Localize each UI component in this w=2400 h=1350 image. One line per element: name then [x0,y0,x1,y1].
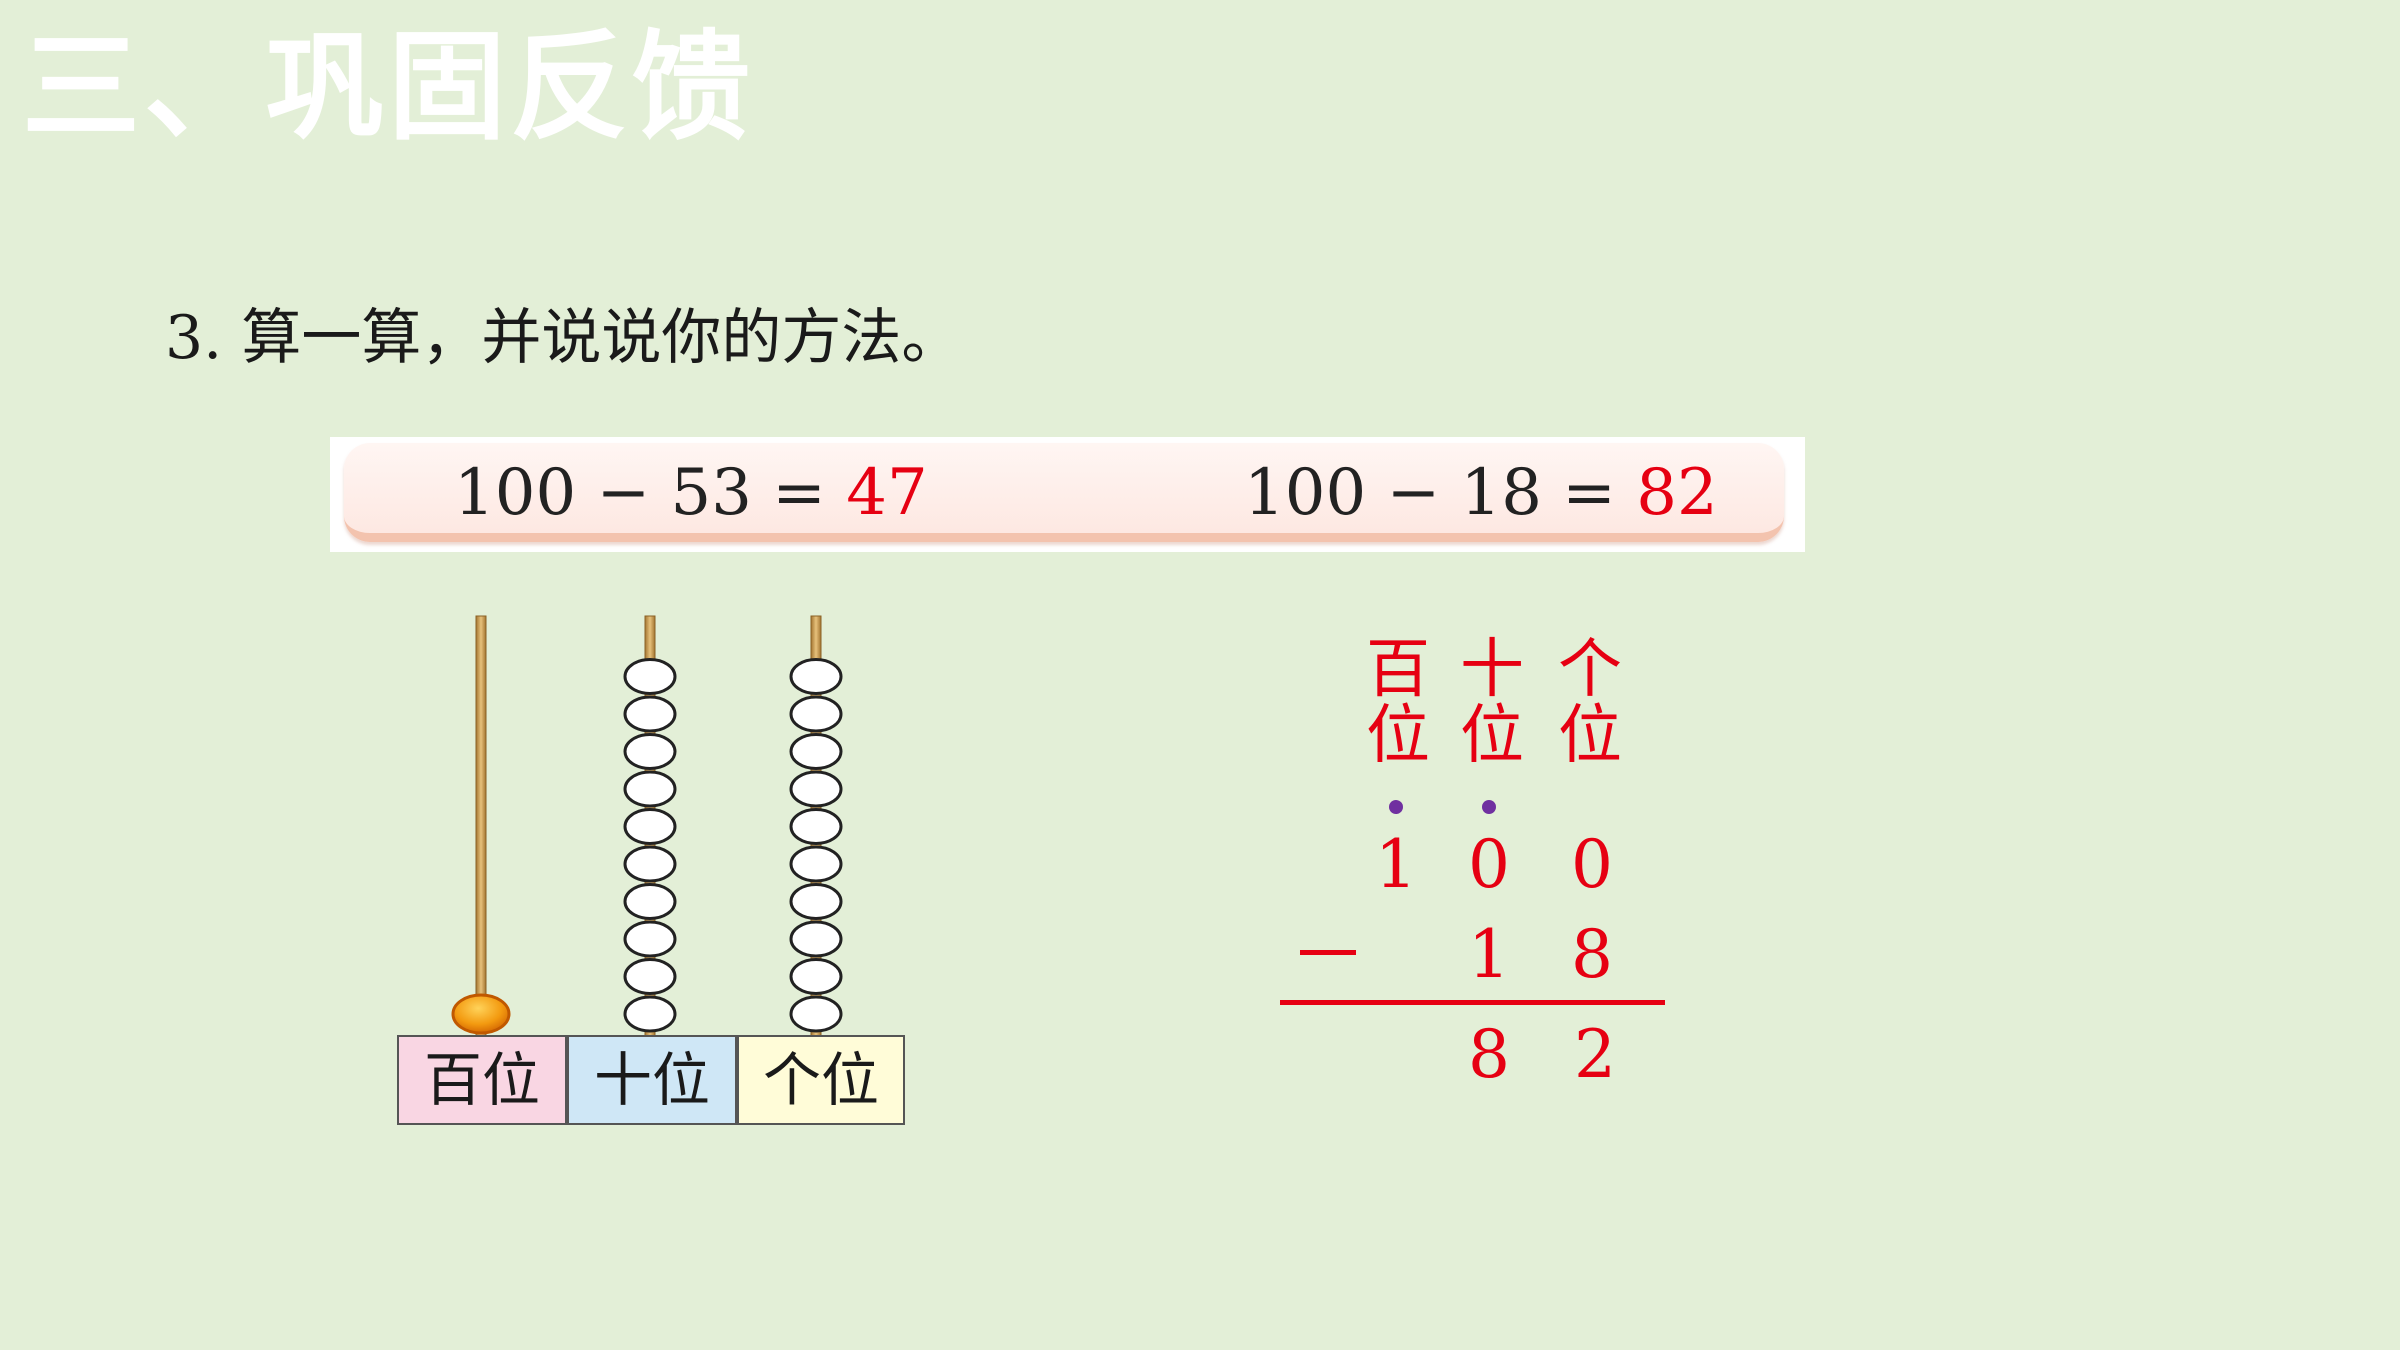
minuend-tens: 0 [1468,826,1510,903]
tens-bead [623,920,677,958]
label-tens: 十位 [567,1035,737,1125]
tens-bead [623,695,677,733]
section-title: 三、巩固反馈 [22,18,755,156]
header-tens-char-1: 十 [1460,633,1524,707]
ones-bead [789,808,843,845]
header-hundreds: 百 位 [1358,638,1438,770]
ones-bead [789,995,843,1033]
tens-bead [623,808,677,845]
subtrahend-ones: 8 [1571,916,1613,993]
ones-bead [789,695,843,733]
label-hundreds: 百位 [397,1035,567,1125]
header-ones: 个 位 [1550,638,1630,770]
hundreds-beads [451,993,511,1035]
tens-bead [623,958,677,995]
tens-bead [623,658,677,695]
header-tens: 十 位 [1452,638,1532,770]
result-ones: 2 [1574,1016,1616,1093]
header-hundreds-char-1: 百 [1366,633,1430,707]
ones-bead [789,658,843,695]
ones-bead [789,958,843,995]
ones-bead [789,883,843,920]
header-ones-char-1: 个 [1558,633,1622,707]
minuend-hundreds: 1 [1375,826,1417,903]
ones-bead [789,920,843,958]
tens-beads [623,658,677,1033]
ones-bead [789,845,843,883]
equation-2-answer: 82 [1636,456,1718,530]
borrow-dot-hundreds [1389,800,1403,814]
tens-bead [623,845,677,883]
tens-bead [623,995,677,1033]
ones-bead [789,733,843,770]
header-hundreds-char-2: 位 [1366,699,1430,773]
header-ones-char-2: 位 [1558,699,1622,773]
minuend-ones: 0 [1571,826,1613,903]
equation-1: 100 − 53 = 47 [454,461,928,525]
borrow-dot-tens [1482,800,1496,814]
equation-1-answer: 47 [846,456,928,530]
header-tens-char-2: 位 [1460,699,1524,773]
tens-bead [623,733,677,770]
rod-hundreds [475,615,487,1037]
minus-sign [1300,950,1356,955]
equation-1-expression: 100 − 53 = [454,456,847,530]
equation-2-expression: 100 − 18 = [1244,456,1637,530]
tens-bead [623,770,677,808]
subtrahend-tens: 1 [1468,916,1510,993]
equation-banner: 100 − 53 = 47 100 − 18 = 82 [330,437,1805,552]
question-text: 3. 算一算，并说说你的方法。 [165,303,962,373]
result-rule [1280,1000,1665,1005]
hundreds-bead [451,993,511,1035]
equation-bar: 100 − 53 = 47 100 − 18 = 82 [344,443,1784,542]
tens-bead [623,883,677,920]
ones-bead [789,770,843,808]
label-ones: 个位 [737,1035,905,1125]
ones-beads [789,658,843,1033]
result-tens: 8 [1468,1016,1510,1093]
equation-2: 100 − 18 = 82 [1244,461,1718,525]
